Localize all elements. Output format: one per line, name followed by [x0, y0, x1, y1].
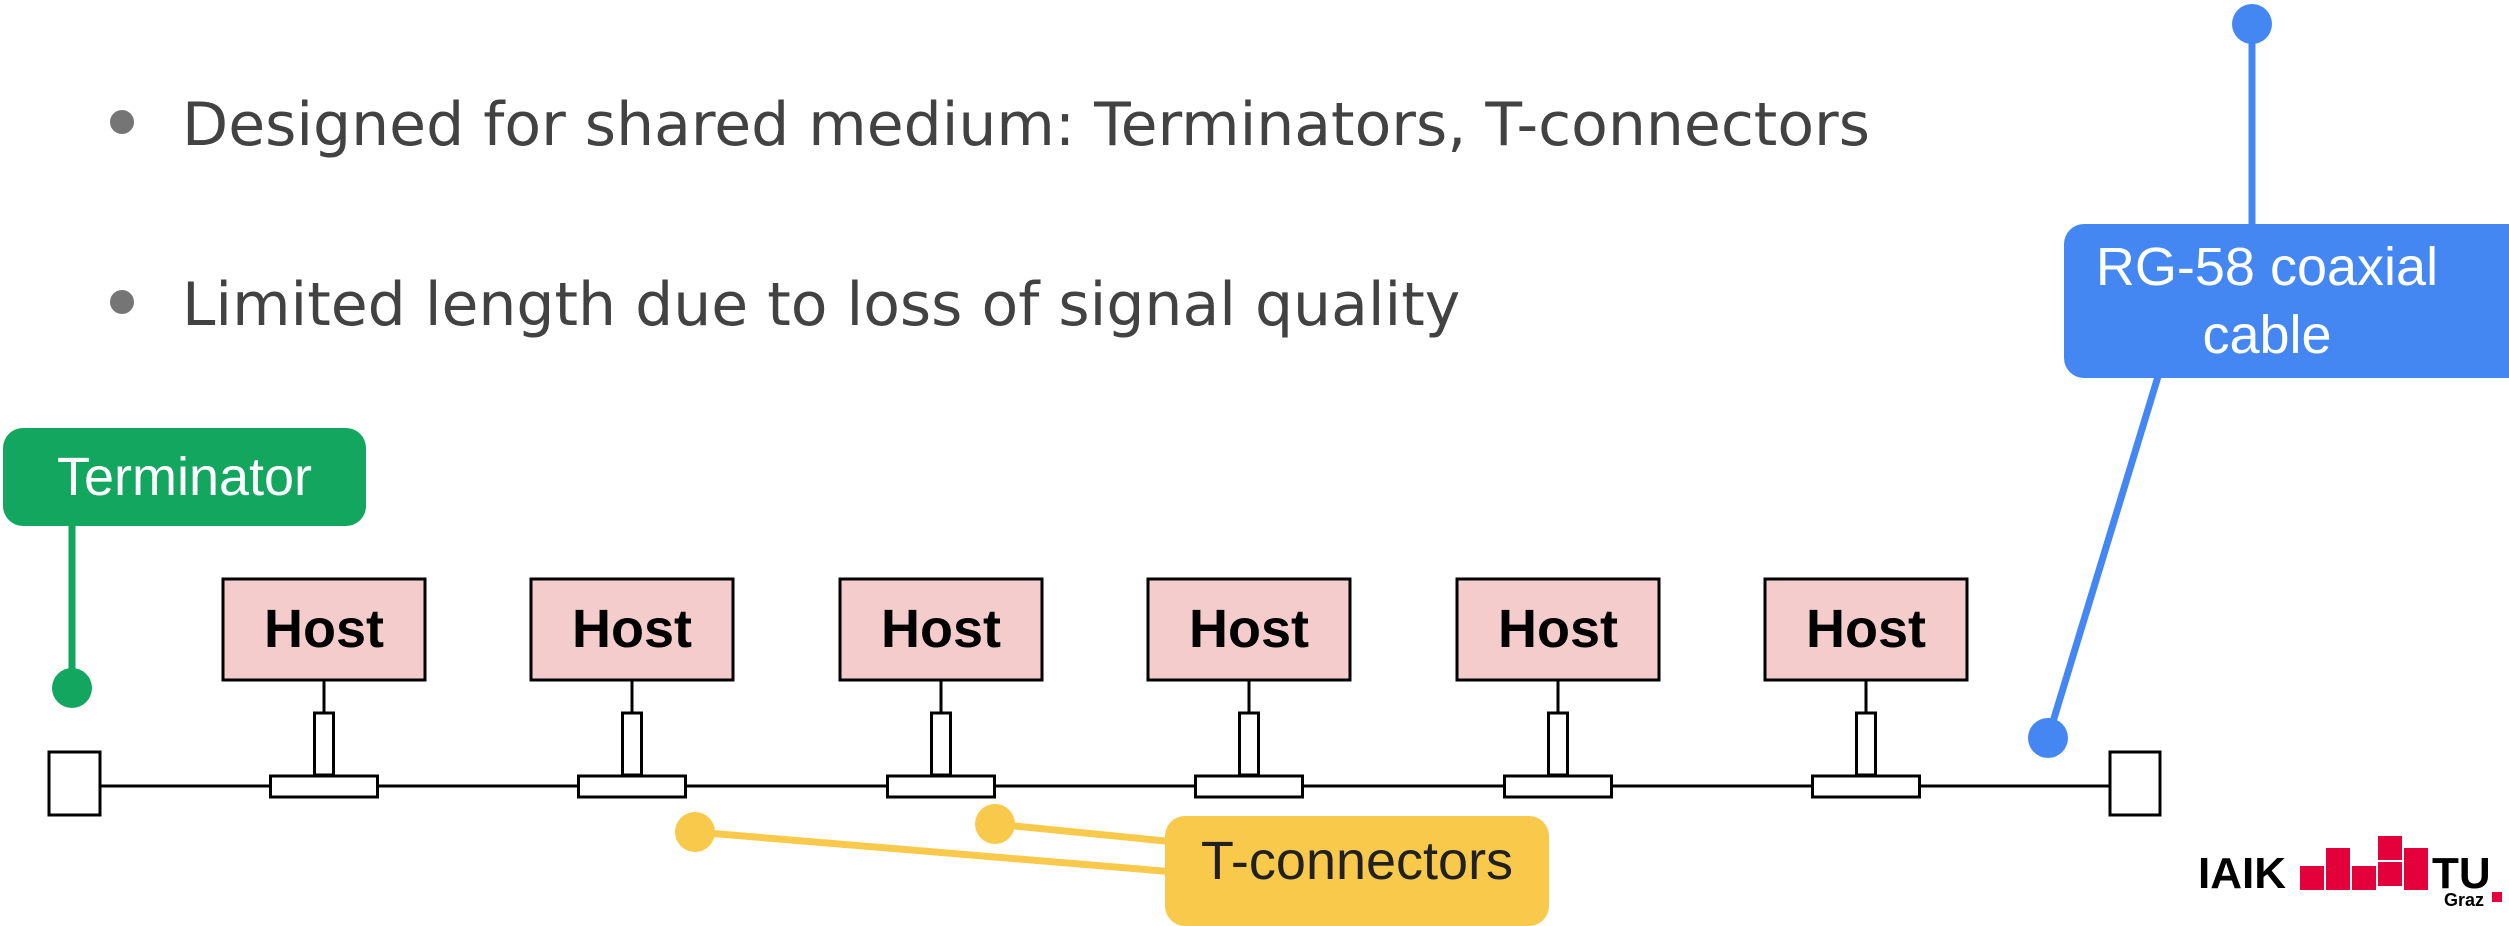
t-connector-stem — [1855, 711, 1877, 777]
hosts-group: Host Host Host Host Host Host — [221, 577, 1969, 799]
t-connector-stem — [313, 711, 335, 777]
terminator-callout: Terminator — [3, 428, 366, 526]
tconnector-leader-line-1 — [694, 828, 1176, 876]
host-node: Host — [838, 577, 1044, 799]
host-label: Host — [1806, 599, 1926, 659]
tconnector-pointer-dot-1 — [675, 812, 715, 852]
coax-cable-callout: RG-58 coaxial cable — [2064, 224, 2509, 378]
t-connector-stem — [1547, 711, 1569, 777]
logo-left-text: IAIK — [2198, 849, 2286, 898]
host-label: Host — [264, 599, 384, 659]
coax-leader-line-bottom — [2044, 368, 2164, 740]
host-box — [221, 577, 427, 682]
logo-sub-text: Graz — [2444, 890, 2484, 907]
host-box — [529, 577, 735, 682]
host-node: Host — [221, 577, 427, 799]
coax-pointer-dot-bottom — [2028, 718, 2068, 758]
host-label: Host — [881, 599, 1001, 659]
host-box — [1455, 577, 1661, 682]
tconnectors-callout-text: T-connectors — [1200, 831, 1514, 891]
bullet-dot-icon — [110, 290, 134, 315]
host-label: Host — [1498, 599, 1618, 659]
host-node: Host — [1763, 577, 1969, 799]
terminator-callout-text: Terminator — [56, 447, 313, 507]
terminator-pointer-dot — [52, 668, 92, 708]
t-connector-stem — [1238, 711, 1260, 777]
tconnector-pointer-dot-2 — [975, 804, 1015, 844]
host-box — [1146, 577, 1352, 682]
t-connector-stem — [621, 711, 643, 777]
bus-network-diagram: Host Host Host Host Host Host — [47, 4, 2272, 876]
coax-cable-callout-text: RG-58 coaxial cable — [2095, 237, 2439, 365]
host-label: Host — [1189, 599, 1309, 659]
tconnector-leader-line-2 — [994, 820, 1176, 846]
bullet-text: Limited length due to loss of signal qua… — [182, 270, 1461, 340]
iaik-tugraz-logo: IAIK TU Graz — [2198, 826, 2509, 910]
bullet-text: Designed for shared medium: Terminators,… — [182, 90, 1870, 160]
logo-right-text: TU — [2432, 849, 2491, 898]
terminator-left — [47, 750, 102, 817]
coax-pointer-dot-top — [2232, 4, 2272, 44]
bullet-item: Designed for shared medium: Terminators,… — [110, 90, 1870, 160]
bullet-item: Limited length due to loss of signal qua… — [110, 270, 1460, 340]
host-node: Host — [1146, 577, 1352, 799]
t-connector-bar — [577, 774, 687, 799]
t-connector-bar — [1503, 774, 1613, 799]
terminator-right — [2108, 750, 2162, 817]
bullet-dot-icon — [110, 110, 134, 135]
host-label: Host — [572, 599, 692, 659]
host-node: Host — [1455, 577, 1661, 799]
t-connector-bar — [886, 774, 996, 799]
host-box — [1763, 577, 1969, 682]
host-box — [838, 577, 1044, 682]
t-connector-bar — [1811, 774, 1921, 799]
t-connector-stem — [930, 711, 952, 777]
t-connector-bar — [269, 774, 379, 799]
t-connector-bar — [1194, 774, 1304, 799]
host-node: Host — [529, 577, 735, 799]
tconnectors-callout: T-connectors — [1165, 816, 1549, 926]
